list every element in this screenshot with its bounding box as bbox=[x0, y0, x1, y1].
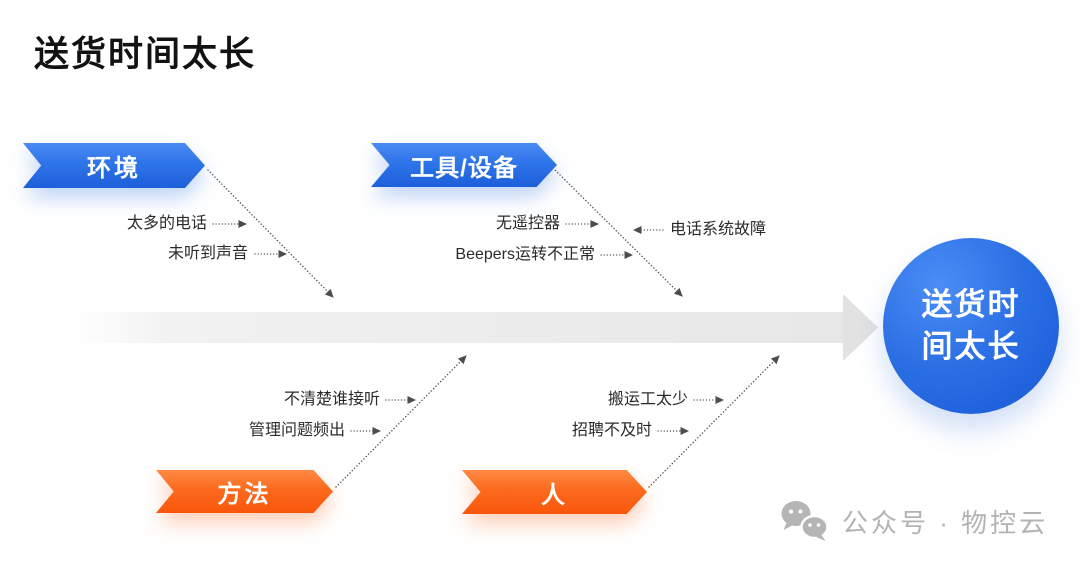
cause-label: 不清楚谁接听 bbox=[283, 391, 380, 408]
cause-label: 电话系统故障 bbox=[670, 221, 767, 238]
cause-label: 招聘不及时 bbox=[571, 422, 652, 439]
cause-label: 无遥控器 bbox=[495, 215, 560, 232]
cause-label: 未听到声音 bbox=[167, 245, 248, 262]
category-label: 工具/设备 bbox=[371, 143, 557, 187]
category-banner-tools-equipment: 工具/设备 bbox=[371, 143, 557, 187]
category-banner-environment: 环境 bbox=[23, 143, 205, 188]
wechat-icon bbox=[781, 501, 829, 541]
category-label: 方法 bbox=[156, 470, 333, 513]
effect-label-line2: 间太长 bbox=[921, 329, 1021, 364]
category-label: 人 bbox=[462, 470, 647, 514]
cause-label: 管理问题频出 bbox=[248, 422, 345, 439]
cause-label: Beepers运转不正常 bbox=[455, 246, 595, 263]
cause-label: 太多的电话 bbox=[126, 215, 207, 232]
bone-environment bbox=[207, 169, 334, 298]
spine-arrow bbox=[70, 294, 878, 361]
bone-method bbox=[335, 355, 467, 488]
bone-tools-equipment bbox=[552, 167, 683, 297]
watermark: 公众号 · 物控云 bbox=[780, 500, 1048, 542]
cause-label: 搬运工太少 bbox=[607, 391, 688, 408]
category-label: 环境 bbox=[23, 143, 205, 188]
effect-circle: 送货时 间太长 bbox=[883, 238, 1059, 414]
effect-label-line1: 送货时 bbox=[921, 287, 1021, 322]
page-title: 送货时间太长 bbox=[34, 35, 257, 74]
category-banner-method: 方法 bbox=[156, 470, 333, 513]
bone-people bbox=[648, 355, 780, 488]
watermark-text: 公众号 · 物控云 bbox=[842, 507, 1049, 538]
category-banner-people: 人 bbox=[462, 470, 647, 514]
